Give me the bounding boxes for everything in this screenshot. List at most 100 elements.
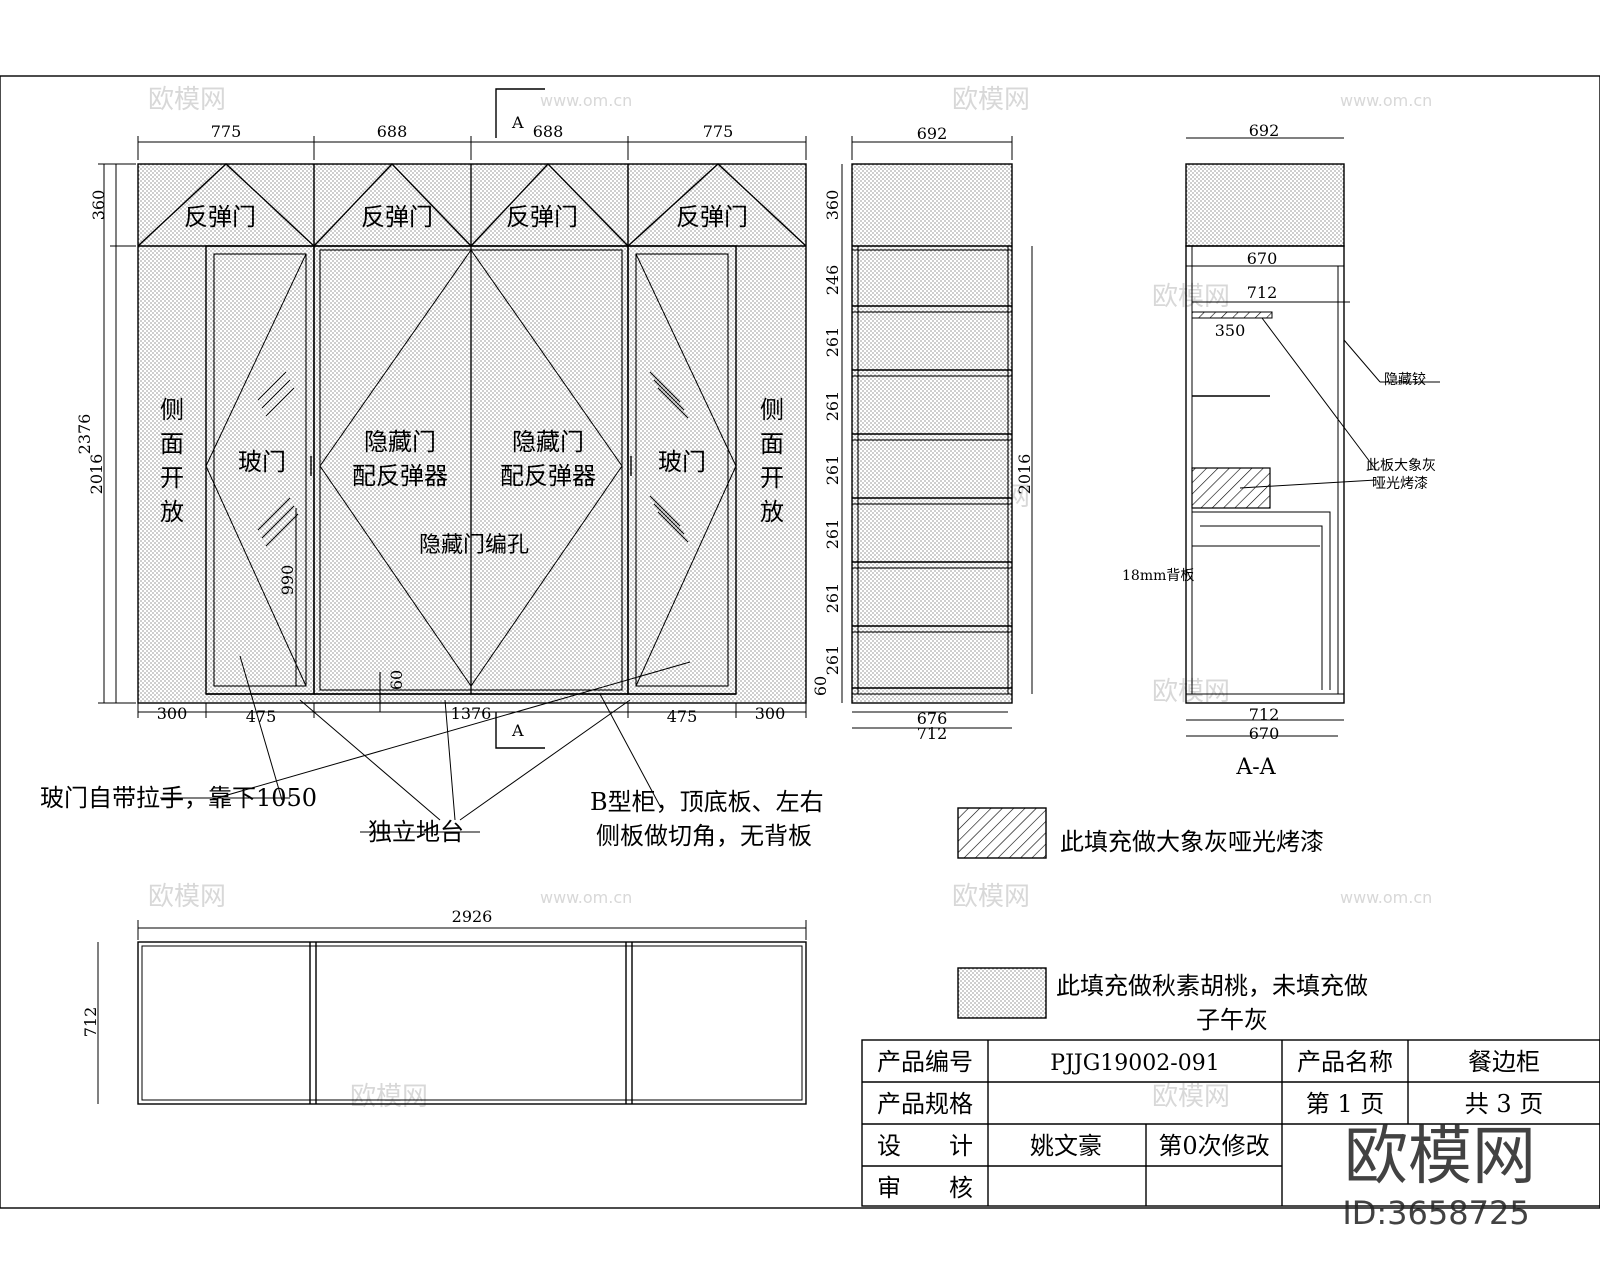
side-dim-shelf-2: 261: [823, 327, 842, 358]
svg-text:开: 开: [160, 464, 184, 492]
side-open-left: 侧 面 开 放: [160, 396, 184, 526]
board-note-2: 哑光烤漆: [1372, 476, 1428, 492]
tb-product-no: PJJG19002-091: [1050, 1051, 1219, 1076]
dim-bottom-4: 475: [667, 707, 698, 726]
tb-product-name: 餐边柜: [1468, 1048, 1540, 1076]
glass-door-right-label: 玻门: [658, 448, 706, 476]
watermark-logo: 欧模网: [952, 85, 1030, 115]
note-cabinet-b-2: 侧板做切角，无背板: [596, 822, 812, 850]
side-view: 692 360 246 261 261 261 261 261 261 60 2…: [811, 124, 1034, 743]
side-dim-top: 692: [917, 124, 948, 143]
dim-bottom-1: 300: [157, 704, 188, 723]
top-door-4: 反弹门: [676, 203, 748, 231]
section-mark-bottom: A: [511, 721, 524, 740]
side-dim-shelf-5: 261: [823, 519, 842, 550]
dim-top-4: 775: [703, 122, 734, 141]
hidden-door-left-line2: 配反弹器: [352, 462, 448, 490]
side-dim-base: 60: [811, 676, 830, 696]
section-bottom-712: 712: [1249, 705, 1280, 724]
top-door-3: 反弹门: [506, 203, 578, 231]
svg-text:侧: 侧: [160, 396, 184, 424]
legend-dots-swatch: [957, 967, 1047, 1019]
dim-top-2: 688: [377, 122, 408, 141]
tb-review-label: 审 核: [877, 1174, 973, 1202]
watermark-url: www.om.cn: [540, 888, 632, 907]
hidden-door-right-line1: 隐藏门: [512, 428, 584, 456]
watermark-logo: 欧模网: [1152, 677, 1230, 707]
svg-text:面: 面: [760, 430, 784, 458]
section-bottom-670: 670: [1249, 724, 1280, 743]
glass-door-left-label: 玻门: [238, 448, 286, 476]
section-mark-top: A: [511, 113, 524, 132]
dim-height-top: 360: [89, 190, 108, 221]
dim-bottom-3: 1376: [451, 704, 492, 723]
watermark-url: www.om.cn: [1340, 888, 1432, 907]
tb-product-no-label: 产品编号: [877, 1048, 973, 1076]
front-view: 775 688 688 775 A 2376 2016 360 反弹门 反弹门 …: [75, 88, 807, 821]
legend-dots-text-2: 子午灰: [1196, 1006, 1268, 1034]
side-dim-body: 2016: [1015, 454, 1034, 495]
tb-page: 第 1 页: [1306, 1090, 1385, 1118]
brand-id: ID:3658725: [1342, 1194, 1529, 1232]
side-open-right: 侧 面 开 放: [760, 396, 784, 526]
side-dim-bottom-inner: 676: [917, 709, 948, 728]
watermark-logo: 欧模网: [1152, 1082, 1230, 1112]
section-670: 670: [1247, 249, 1278, 268]
watermark-logo: 欧模网: [148, 85, 226, 115]
svg-text:开: 开: [760, 464, 784, 492]
side-dim-top-height: 360: [823, 190, 842, 221]
legend: 此填充做大象灰哑光烤漆 此填充做秋素胡桃，未填充做 子午灰: [957, 807, 1368, 1034]
dim-bottom-5: 300: [755, 704, 786, 723]
watermark-url: www.om.cn: [1340, 91, 1432, 110]
watermark-logo: 欧模网: [148, 882, 226, 912]
dim-height-total: 2376: [75, 414, 94, 455]
side-dim-shelf-6: 261: [823, 583, 842, 614]
plan-depth: 712: [81, 1007, 100, 1038]
tb-total-pages: 共 3 页: [1465, 1090, 1544, 1118]
top-door-1: 反弹门: [184, 203, 256, 231]
drawing-border: [0, 75, 1600, 1209]
front-notes: 玻门自带拉手，靠下1050 独立地台 B型柜，顶底板、左右 侧板做切角，无背板: [40, 784, 824, 850]
side-dim-shelf-3: 261: [823, 391, 842, 422]
hidden-hinge-label: 隐藏铰: [1384, 372, 1426, 388]
hidden-door-hole-label: 隐藏门编孔: [419, 533, 529, 558]
note-cabinet-b-1: B型柜，顶底板、左右: [590, 788, 824, 816]
board-note-1: 此板大象灰: [1366, 458, 1436, 474]
section-dim-top: 692: [1249, 121, 1280, 140]
dim-base-height: 60: [387, 670, 406, 690]
brand-logo: 欧模网: [1344, 1120, 1536, 1194]
side-dim-bottom-outer: 712: [917, 724, 948, 743]
tb-design-label: 设 计: [877, 1132, 973, 1160]
watermark-logo: 欧模网: [350, 1082, 428, 1112]
tb-designer: 姚文豪: [1030, 1132, 1102, 1160]
svg-text:放: 放: [160, 498, 184, 526]
svg-text:面: 面: [160, 430, 184, 458]
plan-view: 2926 712: [81, 907, 807, 1105]
hidden-door-left-line1: 隐藏门: [364, 428, 436, 456]
legend-dots-text-1: 此填充做秋素胡桃，未填充做: [1056, 972, 1368, 1000]
svg-text:侧: 侧: [760, 396, 784, 424]
side-dim-shelf-7: 261: [823, 645, 842, 676]
top-door-2: 反弹门: [361, 203, 433, 231]
title-block: 产品编号 PJJG19002-091 产品名称 餐边柜 产品规格 第 1 页 共…: [861, 1039, 1600, 1207]
watermark-url: www.om.cn: [540, 91, 632, 110]
tb-product-name-label: 产品名称: [1297, 1048, 1393, 1076]
section-view: 692 670 712 350 隐藏铰 此板大象灰 哑光烤漆 18mm背板 71…: [1122, 121, 1440, 780]
side-dim-shelf-1: 246: [823, 265, 842, 296]
svg-text:放: 放: [760, 498, 784, 526]
side-dim-shelf-4: 261: [823, 455, 842, 486]
tb-revision: 第0次修改: [1158, 1132, 1269, 1160]
dim-top-3: 688: [533, 122, 564, 141]
plan-width: 2926: [452, 907, 493, 926]
section-title: A-A: [1235, 755, 1276, 780]
section-712: 712: [1247, 283, 1278, 302]
watermark-logo: 欧模网: [1152, 282, 1230, 312]
tb-spec-label: 产品规格: [877, 1090, 973, 1118]
dim-top-1: 775: [211, 122, 242, 141]
dim-handle-height: 990: [278, 565, 297, 596]
section-350: 350: [1215, 321, 1246, 340]
legend-hatch-text: 此填充做大象灰哑光烤漆: [1060, 828, 1324, 856]
back-panel-label: 18mm背板: [1122, 568, 1194, 584]
watermark-logo: 欧模网: [952, 882, 1030, 912]
